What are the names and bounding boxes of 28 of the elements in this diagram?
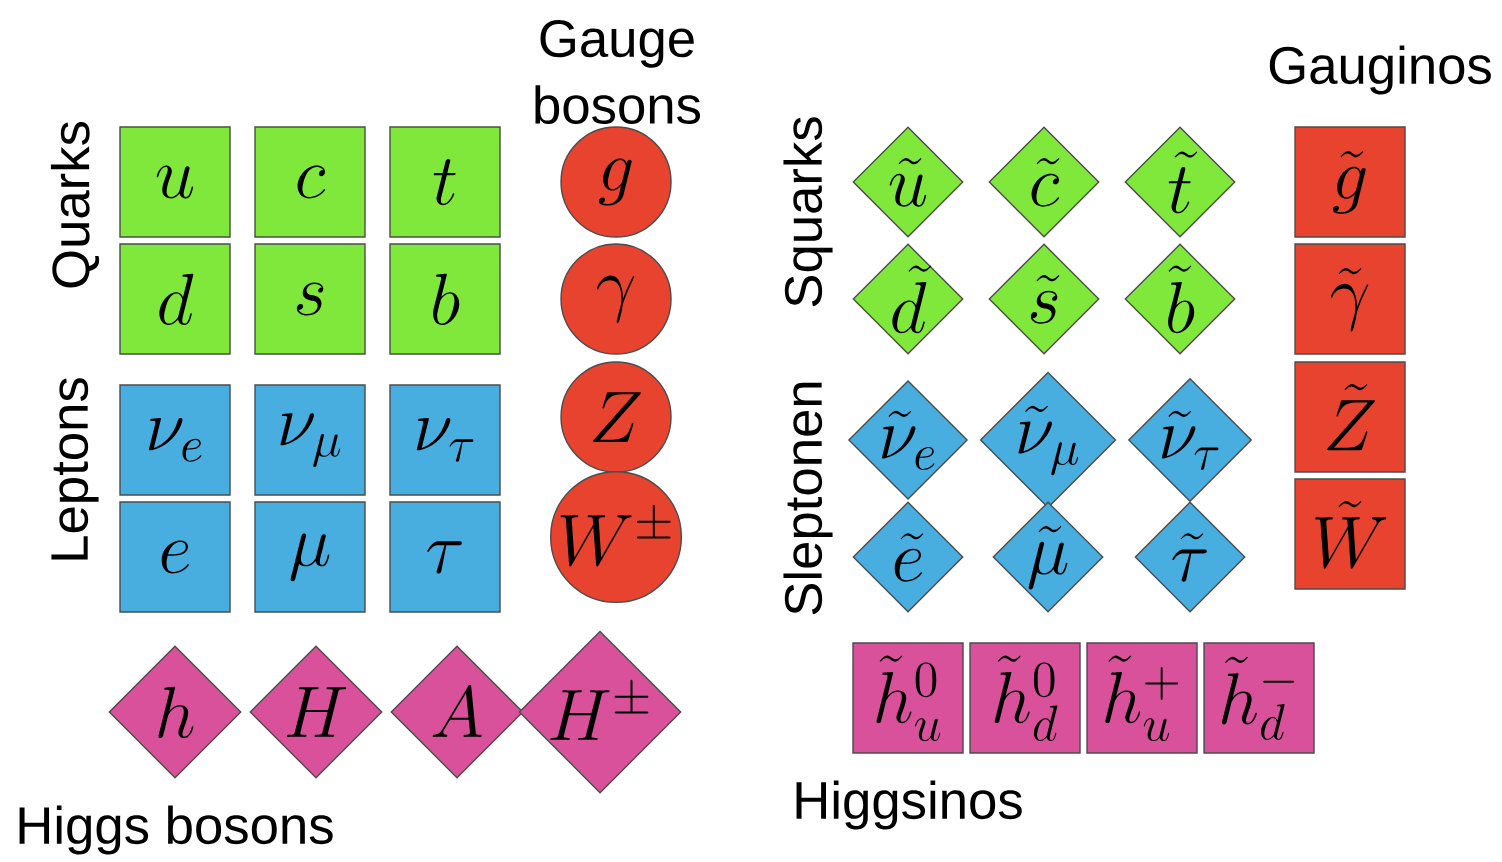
particle-square: $\tilde{h}^0_u$ [852,642,964,754]
particle-square: $t$ [389,126,501,238]
group-label: Higgs bosons [19,805,333,855]
particle-square: $\nu_\tau$ [389,384,501,496]
particle-square: $\tau$ [389,501,501,613]
particle-square: $\tilde{\gamma}$ [1294,243,1406,355]
particle-square: $\tilde{W}$ [1294,478,1406,590]
group-label: Gauge bosons [535,19,701,125]
particle-square: $\tilde{Z}$ [1294,361,1406,473]
group-label: Sleptonen [783,382,833,615]
particle-square: $d$ [119,243,231,355]
group-label: Leptons [51,378,99,560]
particle-square: $\nu_\mu$ [254,384,366,496]
group-label: Gauginos [1269,45,1491,95]
group-label: Squarks [783,117,833,307]
particle-square: $b$ [389,243,501,355]
particle-square: $\tilde{h}^0_d$ [969,642,1081,754]
group-label: Quarks [50,122,100,288]
particle-square: $\tilde{g}$ [1294,126,1406,238]
particle-square: $\nu_e$ [119,384,231,496]
particle-square: $e$ [119,501,231,613]
particle-square: $s$ [254,243,366,355]
particle-square: $\tilde{h}^-_d$ [1203,642,1315,754]
group-label: Higgsinos [796,780,1022,830]
particle-square: $u$ [119,126,231,238]
particle-square: $\tilde{h}^+_u$ [1086,642,1198,754]
particle-square: $\mu$ [254,501,366,613]
particle-square: $c$ [254,126,366,238]
